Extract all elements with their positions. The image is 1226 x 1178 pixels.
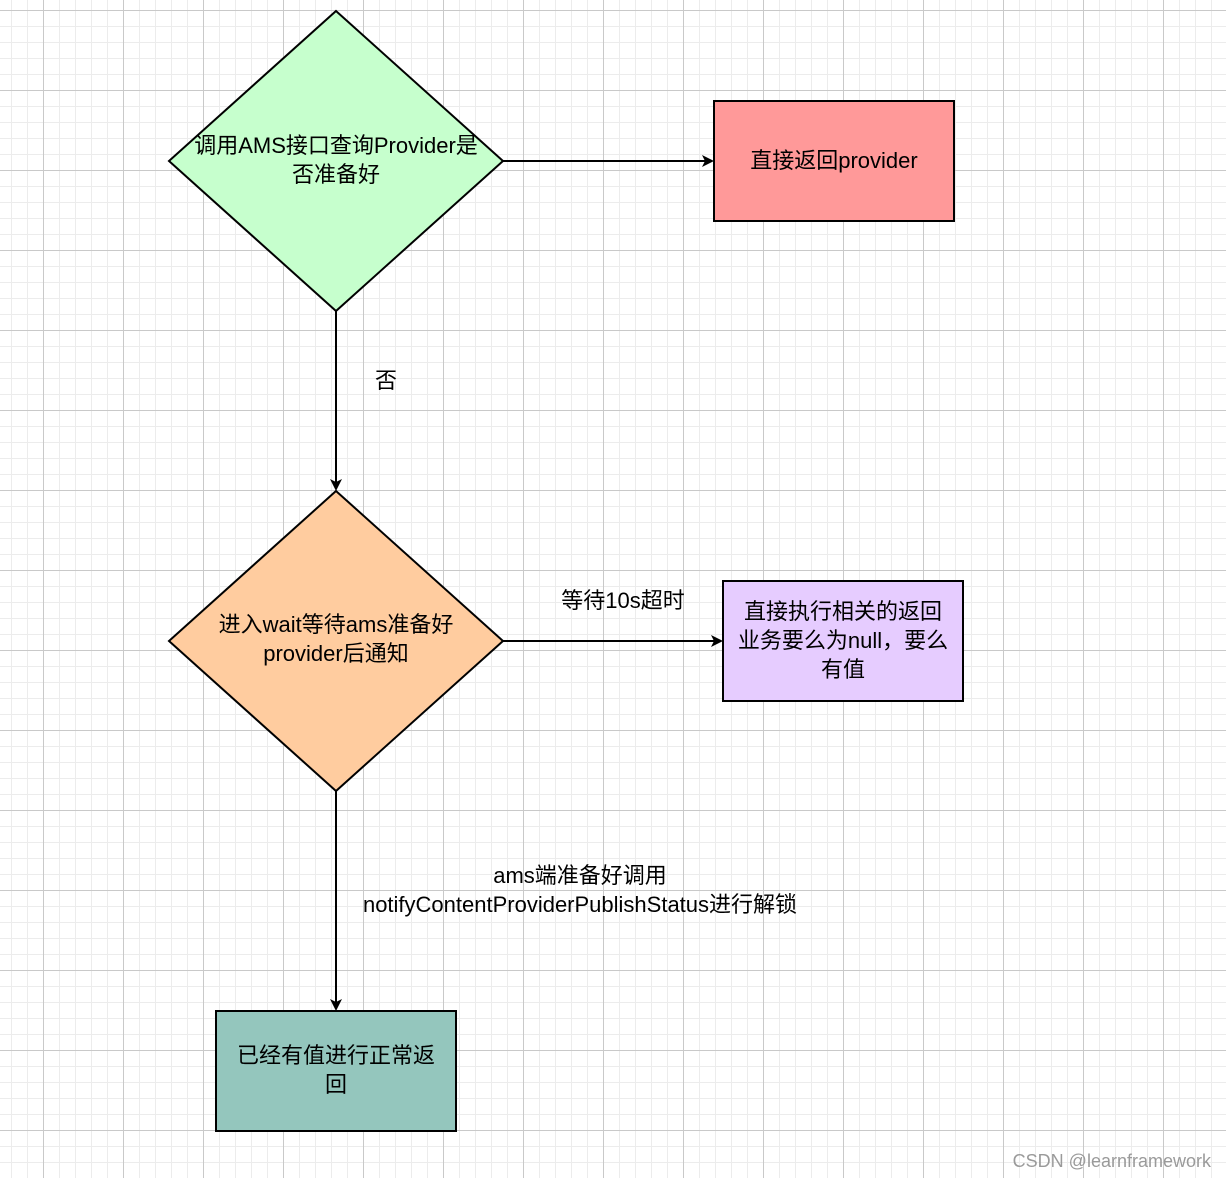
timeout-return-label: 直接执行相关的返回 业务要么为null，要么 有值	[737, 599, 949, 682]
edge-label-unlock: ams端准备好调用 notifyContentProviderPublishSt…	[362, 863, 798, 917]
check-provider-diamond[interactable]	[167, 9, 505, 313]
check-provider-label: 调用AMS接口查询Provider是 否准备好	[194, 133, 478, 187]
csdn-watermark: CSDN @learnframework	[1012, 1151, 1211, 1171]
normal-return-box[interactable]	[215, 1010, 457, 1132]
return-provider-box[interactable]	[713, 100, 955, 222]
edge-label-timeout: 等待10s超时	[561, 588, 685, 613]
wait-ams-diamond[interactable]	[167, 489, 505, 793]
edge-label-no: 否	[374, 368, 397, 393]
normal-return-label: 已经有值进行正常返 回	[236, 1043, 435, 1097]
wait-ams-label: 进入wait等待ams准备好 provider后通知	[218, 612, 454, 666]
timeout-return-box[interactable]	[722, 580, 964, 702]
return-provider-label: 直接返回provider	[750, 148, 918, 173]
